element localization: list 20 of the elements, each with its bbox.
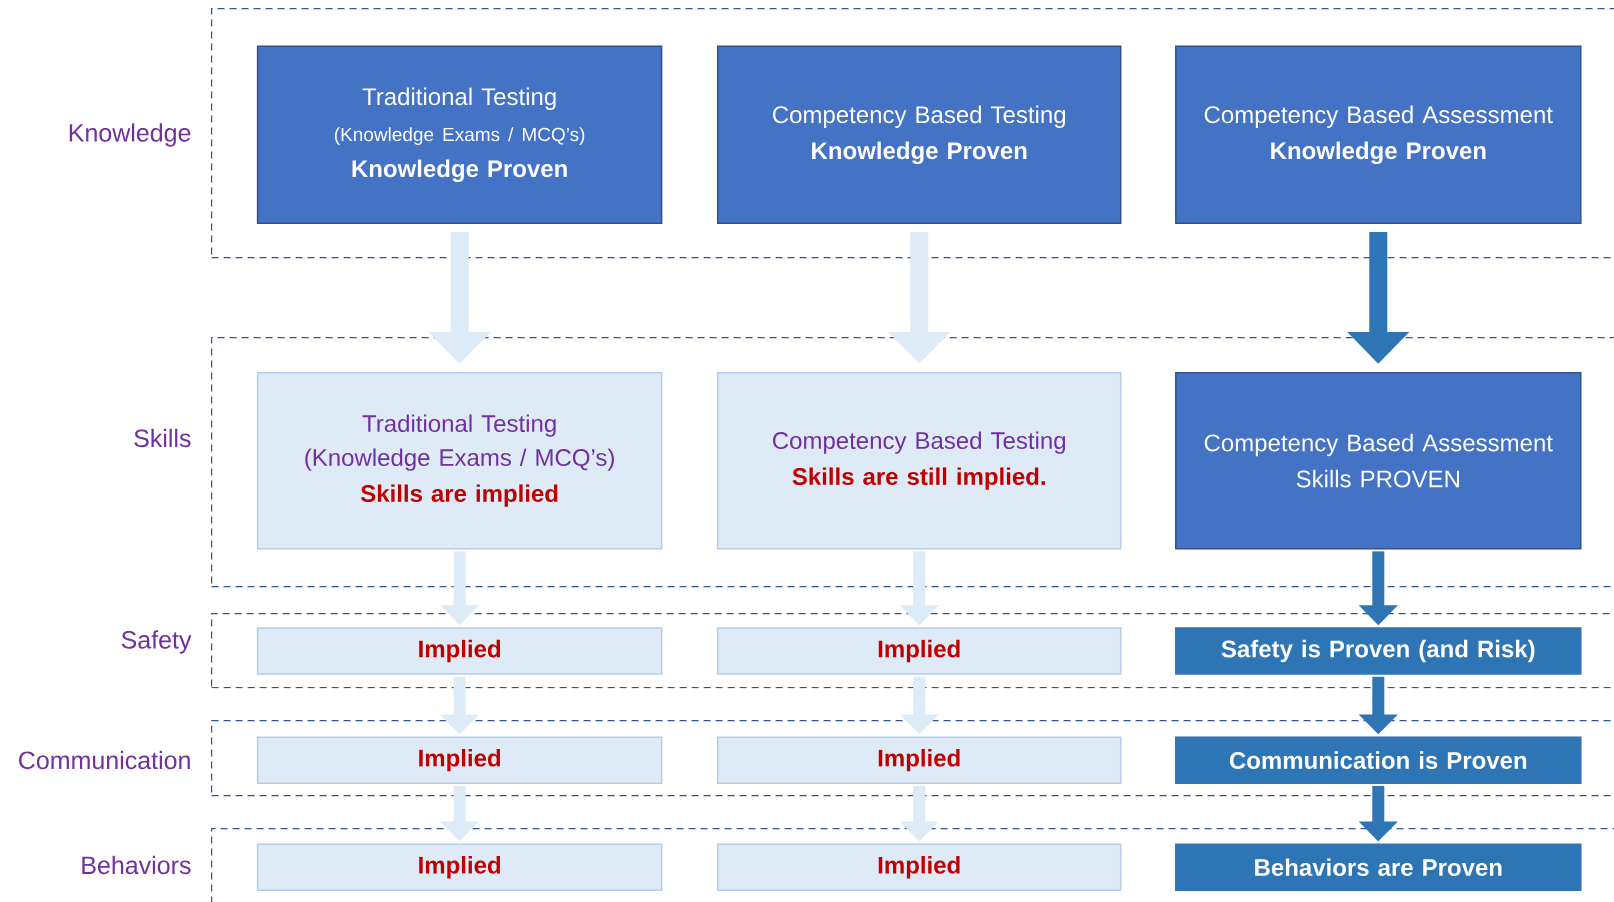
process-box: Implied <box>256 843 663 891</box>
process-box: Competency Based Testing Skills are still implied. <box>716 371 1122 550</box>
row-label: Skills <box>134 428 191 448</box>
process-box: Implied <box>716 843 1122 891</box>
row-label: Knowledge <box>69 123 191 147</box>
process-box: Competency Based Assessment Skills PROVEN <box>1175 371 1582 550</box>
process-box: Competency Based Assessment Knowledge Proven <box>1175 45 1582 225</box>
process-box: Implied <box>716 627 1122 675</box>
process-box: Communication is Proven <box>1175 736 1582 784</box>
process-box: Implied <box>256 627 663 675</box>
process-box: Safety is Proven (and Risk) <box>1175 627 1582 675</box>
process-box: Competency Based Testing Knowledge Proven <box>716 45 1122 225</box>
row-label: Behaviors <box>82 855 191 875</box>
process-box: Implied <box>256 736 663 784</box>
process-box: Behaviors are Proven <box>1175 843 1582 891</box>
row-label: Communication <box>19 750 190 770</box>
process-box: Traditional Testing (Knowledge Exams / MCQ’s) Skills are implied <box>256 371 663 550</box>
process-box: Traditional Testing (Knowledge Exams / MCQ’s) Knowledge Proven <box>256 45 663 225</box>
process-box: Implied <box>716 736 1122 784</box>
row-label: Safety <box>121 630 192 654</box>
